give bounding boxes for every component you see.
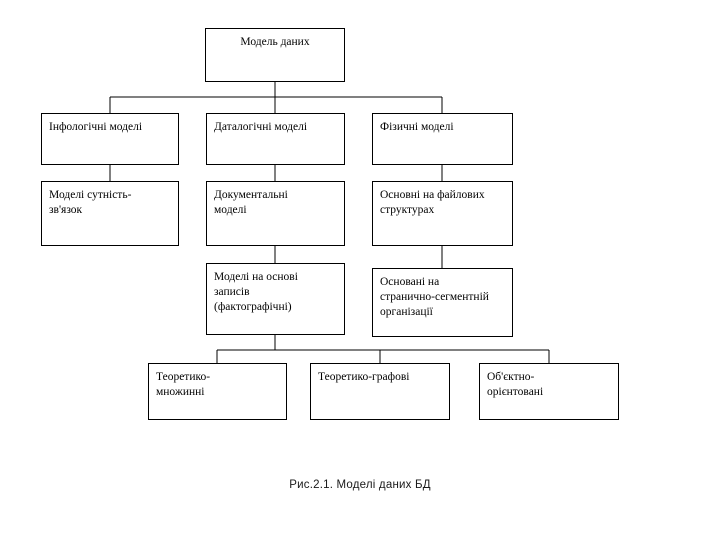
node-record-based-models[interactable]: Моделі на основі записів (фактографічні) <box>206 263 345 335</box>
node-data-model[interactable]: Модель даних <box>205 28 345 82</box>
node-entity-relationship-models-label: Моделі сутність- зв'язок <box>49 189 132 216</box>
node-page-segment-organization[interactable]: Основані на странично-сегментній організ… <box>372 268 513 337</box>
node-entity-relationship-models[interactable]: Моделі сутність- зв'язок <box>41 181 179 246</box>
node-documental-models[interactable]: Документальні моделі <box>206 181 345 246</box>
node-datalogical-models-label: Даталогічні моделі <box>214 121 308 133</box>
node-object-oriented[interactable]: Об'єктно- орієнтовані <box>479 363 619 420</box>
node-datalogical-models[interactable]: Даталогічні моделі <box>206 113 345 165</box>
node-graph-theoretic[interactable]: Теоретико-графові <box>310 363 450 420</box>
node-set-theoretic[interactable]: Теоретико- множинні <box>148 363 287 420</box>
figure-caption: Рис.2.1. Моделі даних БД <box>289 479 431 491</box>
node-record-based-models-label: Моделі на основі записів (фактографічні) <box>214 271 298 313</box>
node-object-oriented-label: Об'єктно- орієнтовані <box>487 371 544 398</box>
node-data-model-label: Модель даних <box>240 36 310 48</box>
node-infological-models-label: Інфологічні моделі <box>49 121 143 133</box>
node-file-structure-based-label: Основні на файлових структурах <box>380 189 485 216</box>
node-physical-models[interactable]: Фізичні моделі <box>372 113 513 165</box>
node-file-structure-based[interactable]: Основні на файлових структурах <box>372 181 513 246</box>
node-page-segment-organization-label: Основані на странично-сегментній організ… <box>380 276 489 318</box>
node-set-theoretic-label: Теоретико- множинні <box>156 371 211 398</box>
node-physical-models-label: Фізичні моделі <box>380 121 454 133</box>
node-infological-models[interactable]: Інфологічні моделі <box>41 113 179 165</box>
node-graph-theoretic-label: Теоретико-графові <box>318 371 410 383</box>
node-documental-models-label: Документальні моделі <box>214 189 288 216</box>
